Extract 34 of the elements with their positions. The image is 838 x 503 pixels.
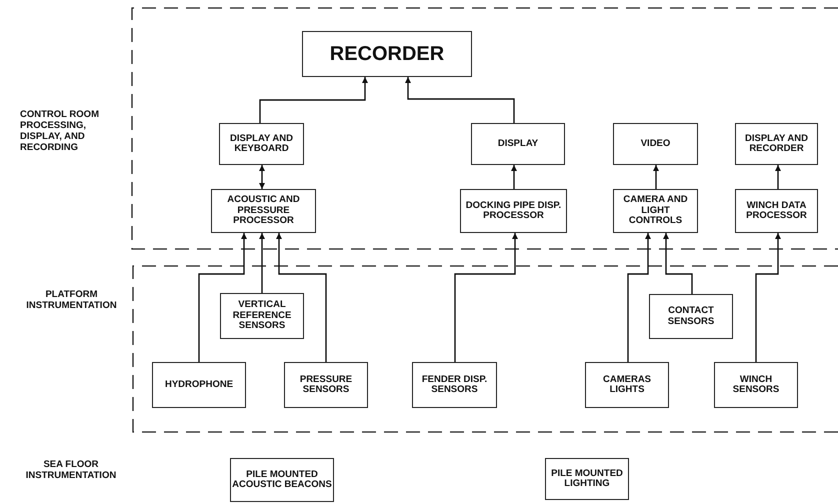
block-box: VIDEO bbox=[613, 123, 698, 165]
block-box: WINCH SENSORS bbox=[714, 362, 798, 408]
block-box: WINCH DATA PROCESSOR bbox=[735, 189, 818, 233]
arrow bbox=[775, 165, 781, 189]
block-box: CAMERAS LIGHTS bbox=[585, 362, 669, 408]
block-box: DISPLAY AND RECORDER bbox=[735, 123, 818, 165]
arrow bbox=[627, 233, 651, 362]
arrow bbox=[276, 233, 327, 362]
arrow bbox=[198, 233, 247, 362]
block-box: DISPLAY bbox=[471, 123, 565, 165]
block-box: CONTACT SENSORS bbox=[649, 294, 733, 339]
arrow bbox=[259, 77, 368, 123]
arrow bbox=[653, 165, 659, 189]
block-box: ACOUSTIC AND PRESSURE PROCESSOR bbox=[211, 189, 316, 233]
arrow bbox=[755, 233, 781, 362]
block-box: CAMERA AND LIGHT CONTROLS bbox=[613, 189, 698, 233]
arrow bbox=[511, 165, 517, 189]
section-heading: PLATFORM INSTRUMENTATION bbox=[25, 290, 118, 312]
arrow bbox=[259, 165, 265, 189]
block-box: PRESSURE SENSORS bbox=[284, 362, 368, 408]
arrow bbox=[259, 233, 265, 293]
block-box: VERTICAL REFERENCE SENSORS bbox=[220, 293, 304, 339]
block-box: HYDROPHONE bbox=[152, 362, 246, 408]
block-box: PILE MOUNTED ACOUSTIC BEACONS bbox=[230, 458, 334, 502]
block-box: RECORDER bbox=[302, 31, 472, 77]
block-box: PILE MOUNTED LIGHTING bbox=[545, 458, 629, 500]
section-heading: SEA FLOOR INSTRUMENTATION bbox=[24, 460, 118, 482]
arrow bbox=[405, 77, 515, 123]
arrow bbox=[663, 233, 693, 294]
block-box: FENDER DISP. SENSORS bbox=[412, 362, 497, 408]
section-heading: CONTROL ROOM PROCESSING, DISPLAY, AND RECORDING bbox=[20, 110, 100, 154]
arrow bbox=[454, 233, 518, 362]
block-box: DOCKING PIPE DISP. PROCESSOR bbox=[460, 189, 567, 233]
block-box: DISPLAY AND KEYBOARD bbox=[219, 123, 304, 165]
